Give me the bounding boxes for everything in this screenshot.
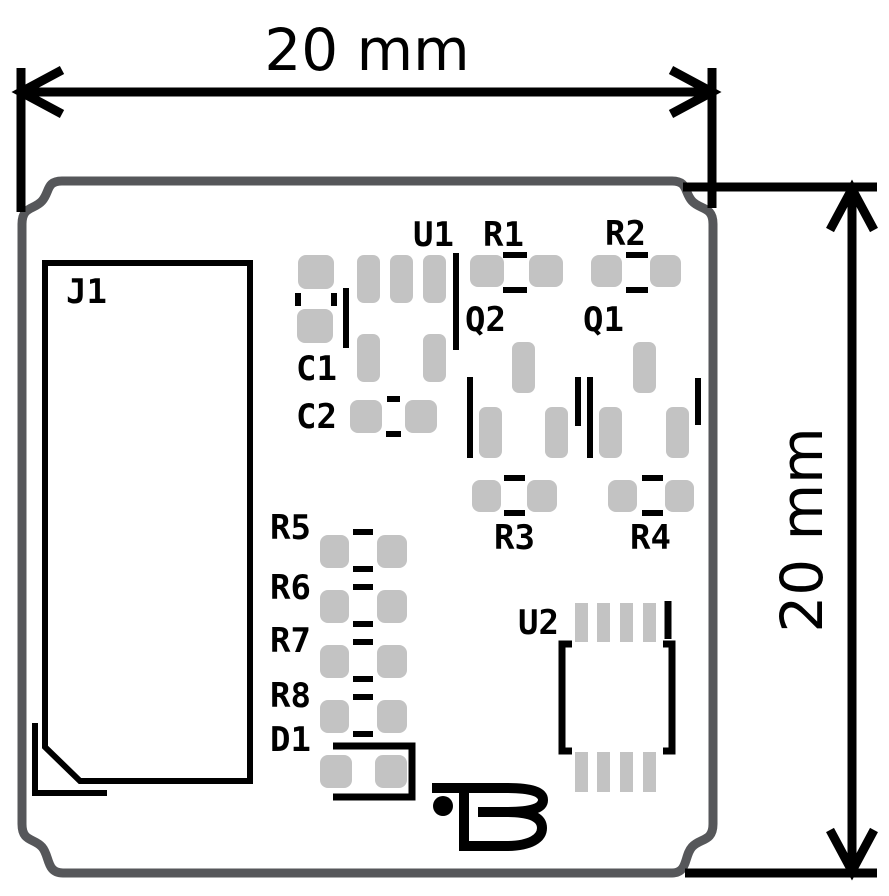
pad <box>666 407 689 458</box>
pad <box>423 334 446 382</box>
q1-label: Q1 <box>583 300 624 340</box>
r5-label: R5 <box>270 508 311 548</box>
pad <box>527 480 557 512</box>
pad <box>597 603 610 642</box>
pad <box>472 480 501 512</box>
width-dimension-label: 20 mm <box>264 16 469 84</box>
pad <box>375 755 407 788</box>
small-discrete-footprint <box>295 255 349 348</box>
pad <box>377 590 407 623</box>
pad <box>620 603 633 642</box>
logo-lower-stroke <box>459 792 548 851</box>
pad <box>377 645 407 678</box>
component-r1: R1 <box>470 215 563 293</box>
component-c2: C2 <box>296 396 437 437</box>
component-q1: Q1 <box>583 300 701 458</box>
r6-label: R6 <box>270 568 311 608</box>
component-r6: R6 <box>270 568 407 627</box>
pad <box>390 255 413 303</box>
component-u1: U1 <box>357 215 459 382</box>
component-r8: R8 <box>270 676 407 737</box>
u2-label: U2 <box>518 603 559 643</box>
pad <box>350 400 382 433</box>
pad <box>423 255 446 303</box>
pad <box>320 700 349 733</box>
pad <box>608 480 637 512</box>
component-j1: J1 <box>32 260 253 796</box>
arrowhead-left-icon <box>11 66 65 118</box>
d1-label: D1 <box>270 720 311 760</box>
pad <box>599 407 622 458</box>
pad <box>470 255 504 287</box>
arrowhead-up-icon <box>826 179 878 233</box>
c2-label: C2 <box>296 397 337 437</box>
pad <box>512 342 535 393</box>
pad <box>298 255 334 289</box>
pad <box>357 334 380 382</box>
pad <box>545 407 568 458</box>
brand-b-logo-icon <box>432 783 549 851</box>
height-dimension-label: 20 mm <box>768 427 836 632</box>
u2-body-bracket-right <box>663 640 676 755</box>
pad <box>650 255 681 287</box>
pad <box>320 590 349 623</box>
pad <box>405 400 437 433</box>
pad <box>591 255 622 287</box>
arrowhead-down-icon <box>826 827 878 881</box>
horizontal-dimension: 20 mm <box>11 16 722 212</box>
j1-outline <box>42 260 253 784</box>
component-q2: Q2 <box>465 300 581 458</box>
pad <box>597 752 610 792</box>
pad <box>320 755 352 788</box>
pad <box>297 309 333 343</box>
board-outline <box>17 176 718 878</box>
component-r4: R4 <box>608 475 694 558</box>
pad <box>357 255 380 303</box>
r4-label: R4 <box>630 518 671 558</box>
u2-body-bracket-left <box>558 640 572 755</box>
pad <box>479 407 502 458</box>
component-r3: R3 <box>472 475 557 558</box>
pad <box>643 603 656 642</box>
pad <box>575 752 588 792</box>
pad <box>575 603 588 642</box>
r3-label: R3 <box>494 518 535 558</box>
component-r7: R7 <box>270 621 407 682</box>
pad <box>665 480 694 512</box>
u1-label: U1 <box>413 215 454 255</box>
d1-outline <box>333 742 416 801</box>
pad <box>643 752 656 792</box>
r1-label: R1 <box>483 215 524 255</box>
r7-label: R7 <box>270 621 311 661</box>
pad <box>633 342 656 393</box>
pad <box>620 752 633 792</box>
arrowhead-right-icon <box>668 66 722 118</box>
q2-label: Q2 <box>465 300 506 340</box>
component-r5: R5 <box>270 508 407 572</box>
r8-label: R8 <box>270 676 311 716</box>
pad <box>377 535 407 568</box>
pad <box>320 535 349 568</box>
c1-label: C1 <box>296 349 337 389</box>
j1-pin1-marker <box>32 723 107 796</box>
component-d1: D1 <box>270 720 416 801</box>
pad <box>529 255 563 287</box>
component-c1: C1 <box>296 349 337 389</box>
pad <box>320 645 349 678</box>
r2-label: R2 <box>605 214 646 254</box>
pad <box>377 700 407 733</box>
component-r2: R2 <box>591 214 681 293</box>
component-u2: U2 <box>518 601 676 792</box>
vertical-dimension: 20 mm <box>683 179 878 881</box>
j1-label: J1 <box>66 272 107 312</box>
logo-dot <box>433 796 453 816</box>
